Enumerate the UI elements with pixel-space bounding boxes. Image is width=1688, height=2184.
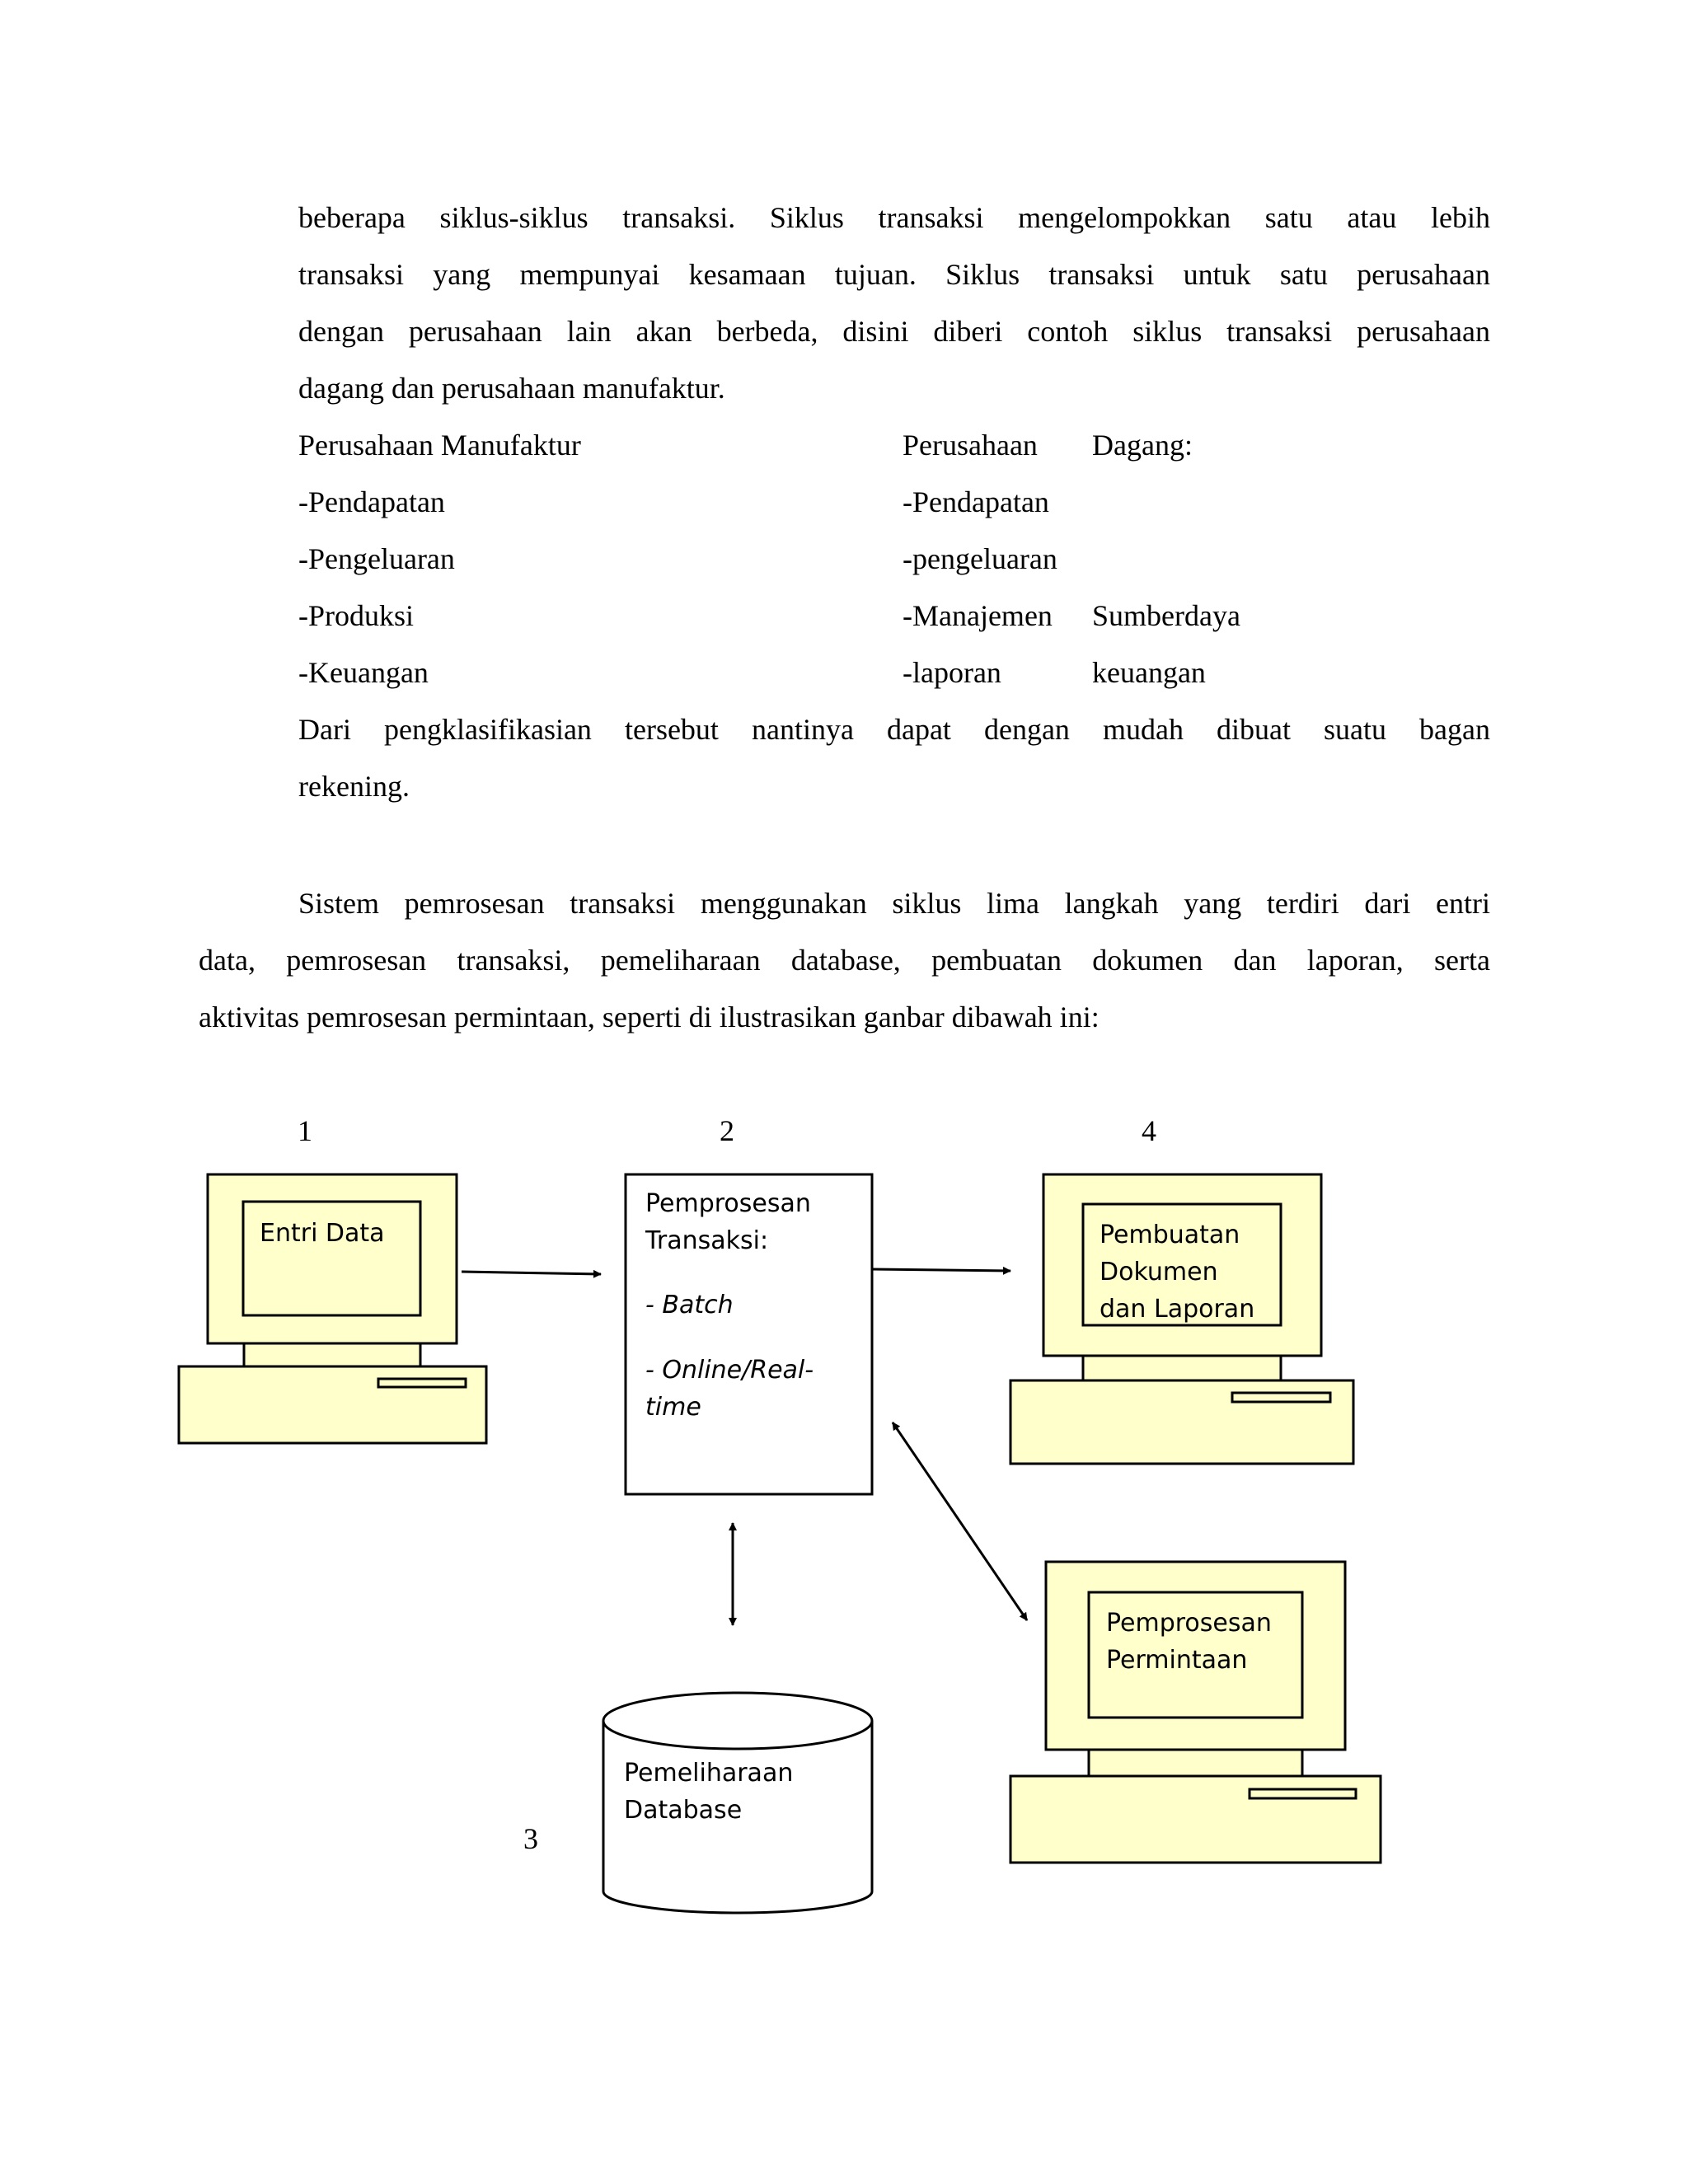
paragraph-line: dengan perusahaan lain akan berbeda, dis… <box>298 315 1490 348</box>
cycle-left: -Keuangan <box>298 656 429 689</box>
paragraph-line: beberapa siklus-siklus transaksi. Siklus… <box>298 201 1490 234</box>
cycle-table-row: -Pendapatan -Pendapatan <box>298 474 1490 531</box>
label-processing-online-2: time <box>645 1393 701 1422</box>
paragraph-line: Sistem pemrosesan transaksi menggunakan … <box>298 887 1490 920</box>
paragraph-classification: Dari pengklasifikasian tersebut nantinya… <box>298 701 1490 815</box>
computer-inquiry-icon <box>1009 1560 1382 1864</box>
header-dagang: Dagang: <box>1092 429 1193 462</box>
step-number-4: 4 <box>1142 1114 1156 1147</box>
label-inquiry-1: Pemprosesan <box>1106 1609 1272 1638</box>
cycle-right-extra: keuangan <box>1092 656 1206 689</box>
processing-box <box>624 1173 874 1496</box>
paragraph-intro: beberapa siklus-siklus transaksi. Siklus… <box>298 190 1490 417</box>
paragraph-line: transaksi yang mempunyai kesamaan tujuan… <box>298 258 1490 291</box>
header-perusahaan: Perusahaan <box>903 429 1038 462</box>
cycle-right: -Pendapatan <box>903 485 1049 518</box>
cycle-left: -Pengeluaran <box>298 542 455 575</box>
label-documents-3: dan Laporan <box>1100 1295 1255 1324</box>
arrow-processing-inquiry <box>891 1422 1029 1621</box>
cycle-left: -Produksi <box>298 599 415 632</box>
arrow-processing-to-documents <box>871 1266 1011 1275</box>
step-number-2: 2 <box>720 1114 734 1147</box>
label-inquiry-2: Permintaan <box>1106 1646 1248 1675</box>
computer-entri-data-icon <box>177 1173 488 1445</box>
label-entri-data: Entri Data <box>260 1219 385 1248</box>
cycle-right-extra: Sumberdaya <box>1092 599 1240 632</box>
cycle-table-row: -Pengeluaran -pengeluaran <box>298 531 1490 588</box>
label-database-1: Pemeliharaan <box>624 1759 794 1788</box>
computer-documents-icon <box>1009 1173 1355 1465</box>
cycle-right: -laporan <box>903 656 1001 689</box>
paragraph-line: Dari pengklasifikasian tersebut nantinya… <box>298 713 1490 746</box>
cycle-table-row: -Produksi -Manajemen Sumberdaya <box>298 588 1490 644</box>
label-documents-1: Pembuatan <box>1100 1221 1240 1249</box>
paragraph-line: rekening. <box>298 770 410 803</box>
database-cylinder-icon <box>602 1691 874 1915</box>
label-processing-title-1: Pemprosesan <box>645 1189 811 1218</box>
paragraph-line: aktivitas pemrosesan permintaan, seperti… <box>199 1001 1100 1033</box>
paragraph-line: data, pemrosesan transaksi, pemeliharaan… <box>199 944 1490 977</box>
label-processing-batch: - Batch <box>645 1291 734 1319</box>
step-number-3: 3 <box>523 1822 538 1855</box>
label-processing-title-2: Transaksi: <box>645 1226 769 1255</box>
arrow-entri-to-processing <box>461 1269 602 1278</box>
step-number-1: 1 <box>298 1114 312 1147</box>
cycle-right: -Manajemen <box>903 599 1053 632</box>
cycle-table-header: Perusahaan Manufaktur Perusahaan Dagang: <box>298 417 1490 474</box>
cycle-right: -pengeluaran <box>903 542 1057 575</box>
label-processing-online-1: - Online/Real- <box>645 1356 814 1385</box>
header-manufaktur: Perusahaan Manufaktur <box>298 429 581 462</box>
cycle-table-row: -Keuangan -laporan keuangan <box>298 644 1490 701</box>
label-database-2: Database <box>624 1796 743 1825</box>
paragraph-line: dagang dan perusahaan manufaktur. <box>298 372 725 405</box>
paragraph-processing-cycle: Sistem pemrosesan transaksi menggunakan … <box>199 875 1490 1046</box>
cycle-left: -Pendapatan <box>298 485 445 518</box>
label-documents-2: Dokumen <box>1100 1258 1218 1286</box>
